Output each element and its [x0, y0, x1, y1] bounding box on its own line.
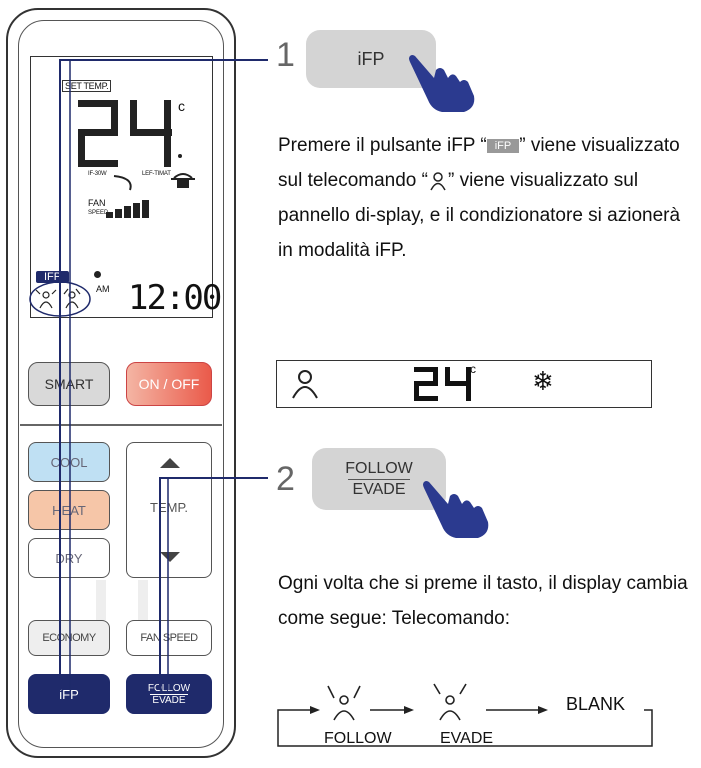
dry-button[interactable]: DRY [28, 538, 110, 578]
indoor-temperature-digits [414, 367, 471, 401]
mode-cycle-diagram [277, 683, 653, 747]
indoor-unit-display [276, 360, 652, 408]
indoor-unit-c: c [470, 362, 476, 376]
lcd-indicator-dot [94, 271, 101, 278]
fan-speed-button[interactable]: FAN SPEED [126, 620, 212, 656]
set-temp-label: SET TEMP. [62, 80, 112, 92]
snowflake-icon: ❄ [532, 366, 554, 396]
fan-speed-bar [115, 209, 122, 218]
lcd-unit: c [178, 98, 185, 114]
fan-speed-bars [106, 200, 149, 218]
flow-follow-label: FOLLOW [324, 730, 392, 747]
lcd-dot [178, 154, 182, 158]
remote-strip [96, 580, 106, 620]
hand-pointer-icon [423, 481, 489, 538]
remote-inner-frame [18, 20, 224, 748]
heat-button[interactable]: HEAT [28, 490, 110, 530]
flow-evade-label: EVADE [440, 730, 494, 747]
lcd-am-label: AM [96, 284, 110, 294]
temp-up-icon[interactable] [158, 456, 182, 470]
fan-speed-bar [133, 203, 140, 218]
lcd-clock: 12:00 [128, 278, 222, 318]
follow-person-icon [327, 685, 361, 721]
person-icon [292, 370, 318, 399]
evade-person-icon [433, 683, 467, 721]
step-1-description: Premere il pulsante iFP “iFP” viene visu… [278, 135, 681, 261]
temp-down-icon[interactable] [158, 550, 182, 564]
lcd-evade-mini-label: LEF-TIMAT [142, 171, 171, 177]
fan-speed-bar [124, 206, 131, 218]
step-1-number: 1 [276, 36, 295, 74]
step-2-number: 2 [276, 460, 295, 498]
fan-speed-bar [106, 212, 113, 218]
person-icon [430, 172, 446, 191]
fan-speed-bar [142, 200, 149, 218]
inline-ifp-tag: iFP [486, 138, 520, 153]
ifp-button[interactable]: iFP [28, 674, 110, 714]
step-2-description: Ogni volta che si preme il tasto, il dis… [278, 573, 688, 629]
hand-pointer-icon [409, 55, 475, 112]
lcd-temperature-digits [78, 100, 172, 167]
follow-evade-button[interactable]: FOLLOW EVADE [126, 674, 212, 714]
fan-speed-lcd-label: FAN SPEED [88, 198, 109, 217]
swing-follow-icon [113, 175, 132, 191]
remote-divider [20, 424, 222, 426]
on-off-button[interactable]: ON / OFF [126, 362, 212, 406]
step-2-follow-evade-button[interactable]: FOLLOW EVADE [312, 448, 446, 510]
flow-blank-label: BLANK [566, 694, 626, 714]
remote-strip [138, 580, 148, 620]
indoor-unit-icon [171, 173, 195, 188]
temp-panel [126, 442, 212, 578]
lcd-follow-mini-label: IF-30W [88, 171, 107, 177]
smart-button[interactable]: SMART [28, 362, 110, 406]
